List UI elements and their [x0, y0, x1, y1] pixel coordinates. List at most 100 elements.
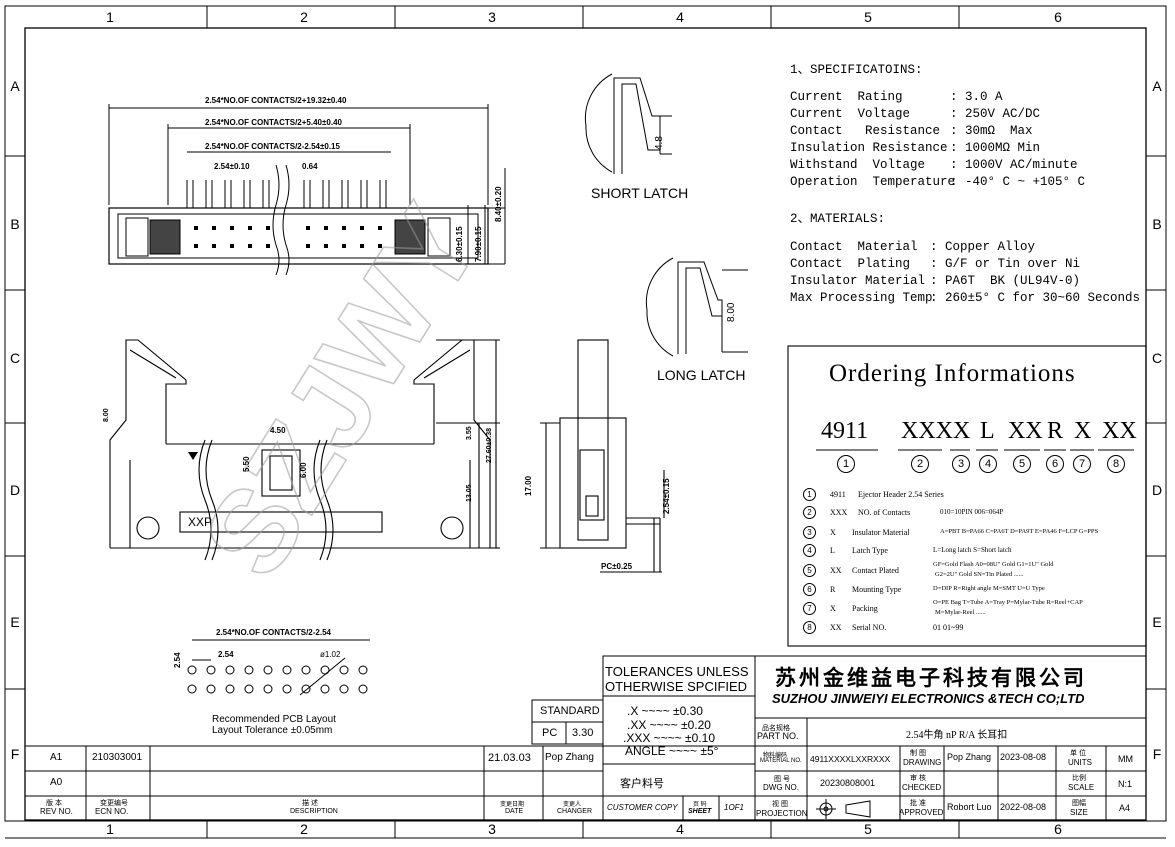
order-row-options: GF=Gold Flash A0=08U" Gold G1=1U" Gold: [933, 561, 1054, 568]
dim-height-630: 6.30±0.15: [455, 226, 464, 262]
scale-label-cn: 比例: [1072, 775, 1086, 782]
order-row-num: 6: [803, 583, 816, 596]
material-no-value: 4911XXXXLXXRXXX: [810, 754, 891, 764]
rev-value: A0: [50, 777, 63, 788]
rev-header: REV NO.: [40, 807, 73, 816]
order-code-part: L: [980, 418, 995, 444]
order-row-options: A=PBT B=PA66 C=PA6T D=PA9T E=PA46 F=LCP …: [940, 528, 1099, 535]
order-row-name: Contact Plated: [852, 566, 899, 575]
units-value: MM: [1118, 754, 1133, 764]
changer-header-cn: 变更人: [563, 802, 582, 808]
dim-355: 3.55: [466, 426, 473, 440]
pcb-caption-title: Recommended PCB Layout: [212, 714, 336, 725]
pcb-dim-hole: ø1.02: [320, 650, 341, 659]
order-row-num: 2: [803, 506, 816, 519]
date-header-cn: 变更日期: [500, 802, 525, 808]
order-row-code: X: [830, 604, 836, 613]
drawing-person: Pop Zhang: [947, 752, 992, 762]
zone-row-e: E: [10, 614, 20, 630]
order-code-part: X: [953, 418, 971, 444]
zone-col-2-bottom: 2: [300, 821, 308, 837]
zone-col-6-bottom: 6: [1054, 821, 1062, 837]
drawing-date: 2023-08-08: [1000, 752, 1047, 762]
dim-body-length: 2.54*NO.OF CONTACTS/2+5.40±0.40: [205, 118, 342, 127]
order-row-name: Packing: [852, 604, 878, 613]
zone-row-f: F: [10, 746, 20, 762]
order-row-num: 5: [803, 564, 816, 577]
order-row-code: L: [830, 546, 835, 555]
zone-row-b: B: [10, 216, 20, 232]
zone-row-c: C: [9, 350, 21, 366]
sheet-label: SHEET: [688, 808, 712, 815]
top-view: [108, 104, 506, 276]
zone-col-4: 4: [676, 9, 684, 25]
scale-label: SCALE: [1068, 783, 1095, 792]
order-code-number: 7: [1073, 455, 1091, 473]
dim-side-254: 2.54±0.15: [662, 478, 671, 514]
title-block-lines: [25, 655, 1147, 821]
order-row-code: XX: [830, 566, 842, 575]
order-row-num: 4: [803, 544, 816, 557]
order-row-name: Serial NO.: [852, 623, 887, 632]
spec-value: : 1000V AC/minute: [950, 158, 1078, 172]
front-view: [109, 339, 500, 561]
material-value: : 260±5° C for 30~60 Seconds: [930, 291, 1141, 305]
order-row-name: NO. of Contacts: [858, 508, 911, 517]
changer-value: Pop Zhang: [545, 752, 594, 763]
dwg-no-cn: 图 号: [774, 776, 790, 783]
zone-col-6: 6: [1054, 9, 1062, 25]
short-latch-detail: [584, 73, 672, 174]
order-row-name: Latch Type: [852, 546, 888, 555]
order-row-options: O=PE Bag T=Tube A=Tray P=Mylar-Tube R=Re…: [933, 599, 1083, 606]
order-code-part: X: [1074, 418, 1092, 444]
materials-heading: 2、MATERIALS:: [790, 212, 886, 226]
checked-label-cn: 审 核: [910, 775, 926, 782]
zone-col-3-bottom: 3: [488, 821, 496, 837]
ordering-box: [787, 345, 1147, 647]
spec-value: : 250V AC/DC: [950, 107, 1041, 121]
checked-label: CHECKED: [902, 783, 942, 792]
order-row-num: 1: [803, 488, 816, 501]
units-label-cn: 单 位: [1070, 750, 1086, 757]
spec-value: : 1000MΩ Min: [950, 141, 1041, 155]
zone-row-b-right: B: [1152, 216, 1162, 232]
dim-slot-550: 5.50: [242, 456, 251, 472]
dim-height-790: 7.90±0.15: [474, 226, 483, 262]
tolerance-line: .XXX ~~~~ ±0.10: [623, 731, 715, 745]
order-code-number: 3: [952, 455, 970, 473]
order-row-options: 010=10PIN 006=064P: [940, 508, 1004, 516]
ecn-value: 210303001: [92, 752, 143, 763]
spec-label: Withstand Voltage: [790, 158, 926, 172]
spec-value: : 30mΩ Max: [950, 124, 1033, 138]
material-value: : Copper Alloy: [930, 240, 1036, 254]
projection-label: PROJECTION: [756, 809, 808, 818]
dim-1305: 13.05: [466, 484, 473, 502]
order-row-options: L=Long latch S=Short latch: [933, 546, 1012, 554]
order-row-num: 8: [803, 621, 816, 634]
ordering-title: Ordering Informations: [829, 360, 1076, 387]
pcb-caption-tolerance: Layout Tolerance ±0.05mm: [212, 725, 333, 736]
zone-col-3: 3: [488, 9, 496, 25]
zone-row-d-right: D: [1151, 482, 1163, 498]
order-row-code: 4911: [830, 490, 846, 499]
material-label: Insulator Material: [790, 274, 926, 288]
spec-label: Contact Resistance: [790, 124, 941, 138]
order-row-name: Insulator Material: [852, 528, 910, 537]
dim-2760: 27.60±0.38: [486, 428, 493, 463]
order-row-code: XXX: [830, 508, 848, 517]
short-latch-dim: 4.8: [654, 136, 665, 150]
company-name-en: SUZHOU JINWEIYI ELECTRONICS &TECH CO;LTD: [772, 691, 1085, 706]
pcb-layout: [187, 639, 370, 696]
zone-col-1: 1: [106, 9, 114, 25]
order-code-part: XXX: [901, 418, 953, 444]
tolerance-line: .XX ~~~~ ±0.20: [627, 718, 711, 732]
zone-col-4-bottom: 4: [676, 821, 684, 837]
approved-date: 2022-08-08: [1000, 802, 1047, 812]
part-no-label: PART NO.: [757, 731, 799, 741]
material-label: Contact Plating: [790, 257, 911, 271]
date-header: DATE: [505, 808, 524, 815]
zone-row-a: A: [10, 78, 20, 94]
order-code-number: 2: [911, 455, 929, 473]
short-latch-label: SHORT LATCH: [591, 185, 689, 201]
tolerance-header-2: OTHERWISE SPCIFIED: [605, 679, 748, 694]
